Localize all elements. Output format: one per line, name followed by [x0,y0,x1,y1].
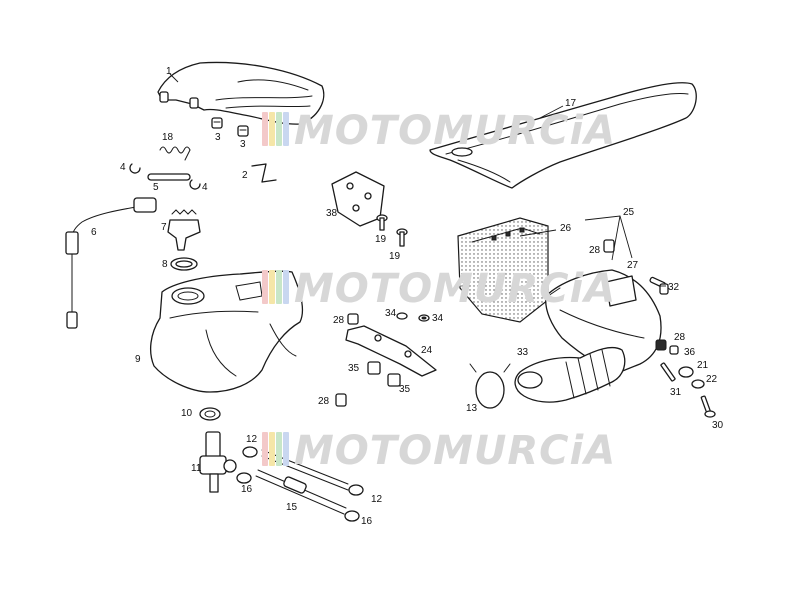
callout-6: 6 [91,227,97,238]
callout-19b: 19 [389,251,401,262]
fuel-sensor [65,197,157,329]
fuel-cap [167,209,201,251]
callout-25: 25 [623,207,635,218]
bolt-19b [396,228,408,247]
callout-5: 5 [153,182,159,193]
bracket-38 [331,171,385,227]
callout-21: 21 [697,360,709,371]
callout-31: 31 [670,387,682,398]
cap-gasket [170,257,198,271]
callout-24: 24 [421,345,433,356]
callout-3b: 3 [240,139,246,150]
callout-11: 11 [191,463,202,474]
callout-28d: 28 [674,332,686,343]
bolt-19a [376,214,388,231]
bracket-2 [251,163,277,183]
callout-3a: 3 [215,132,221,143]
clamp-12b [348,484,364,496]
leader-lines [169,73,666,287]
callout-labels: 1 2 3 3 4 4 5 6 7 8 9 10 11 12 12 13 15 … [91,66,724,527]
clamp-16b [344,510,360,522]
watermark-1: MOTOMURCiA [262,108,616,154]
callout-12b: 12 [371,494,383,505]
clamp-16a [236,472,252,484]
fuel-tap [199,431,237,493]
callout-32: 32 [668,282,680,293]
callout-27: 27 [627,260,639,271]
callout-36: 36 [684,347,696,358]
callout-30: 30 [712,420,724,431]
clip-28c [335,393,347,407]
callout-35a: 35 [348,363,360,374]
callout-33: 33 [517,347,529,358]
callout-17: 17 [565,98,577,109]
callout-19a: 19 [375,234,387,245]
hinge-pin [129,163,201,190]
clip-35a [367,361,381,375]
seat [429,82,697,189]
callout-15: 15 [286,502,298,513]
callout-34b: 34 [432,313,444,324]
callout-16b: 16 [361,516,373,527]
clip-28b [347,313,359,325]
callout-18: 18 [162,132,174,143]
callout-8: 8 [162,259,168,270]
washer-34b [418,314,430,322]
screw-31 [660,362,676,382]
clip-28d [655,339,667,351]
callout-7: 7 [161,222,167,233]
clamp-12a [242,446,258,458]
grommet-21 [678,366,694,378]
callout-12a: 12 [246,434,258,445]
callout-9: 9 [135,354,141,365]
watermark-2: MOTOMURCiA [262,266,616,312]
callout-1: 1 [166,66,172,77]
watermark-text-1: MOTOMURCiA [294,108,616,154]
clamp-10 [199,407,221,421]
clip-3a [211,117,223,129]
bolt-30 [700,395,716,418]
clip-28a [603,239,615,253]
watermark-text-2: MOTOMURCiA [294,266,616,312]
air-filter [457,217,549,323]
callout-10: 10 [181,408,193,419]
callout-13: 13 [466,403,478,414]
watermark-text-3: MOTOMURCiA [294,428,616,474]
callout-38: 38 [326,208,338,219]
callout-28c: 28 [318,396,330,407]
intake-duct [514,346,626,403]
callout-28b: 28 [333,315,345,326]
callout-4a: 4 [120,162,126,173]
washer-22 [691,379,705,389]
callout-26: 26 [560,223,572,234]
mount-bracket [345,325,437,377]
bolt-32 [649,276,669,295]
washer-34a [396,312,408,320]
nut-36 [669,345,679,355]
callout-22: 22 [706,374,718,385]
callout-4b: 4 [202,182,208,193]
clip-3b [237,125,249,137]
spring [159,146,191,161]
callout-28a: 28 [589,245,601,256]
hose-clamp [469,363,511,409]
tank-cover [157,61,325,125]
callout-34a: 34 [385,308,397,319]
callout-16a: 16 [241,484,253,495]
clip-35b [387,373,401,387]
callout-35b: 35 [399,384,411,395]
watermark-3: MOTOMURCiA [262,428,616,474]
callout-2: 2 [242,170,248,181]
